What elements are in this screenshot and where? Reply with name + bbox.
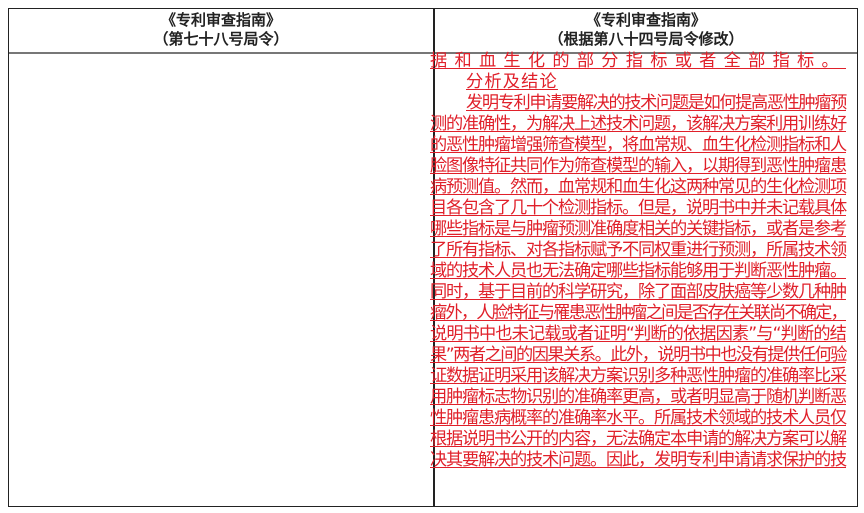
text-line: 同时，基于目前的科学研究，除了面部皮肤癌等少数几种肿 — [430, 282, 847, 302]
text-line: 用肿瘤标志物识别的准确率更高，或者明显高于随机判断恶 — [430, 387, 847, 407]
section-heading-analysis-conclusion: 分析及结论 — [466, 72, 558, 92]
text-line: 哪些指标是与肿瘤预测准确度相关的关键指标，或者是参考 — [430, 219, 847, 239]
text-line: 说明书中也未记载或者证明“判断的依据因素”与“判断的结 — [430, 324, 847, 344]
comparison-table: 《专利审查指南》 （第七十八号局令） 《专利审查指南》 （根据第八十四号局令修改… — [8, 8, 858, 507]
text-line: 果”两者之间的因果关系。此外，说明书中也没有提供任何验 — [430, 345, 847, 365]
header-cell-new-version: 《专利审查指南》 （根据第八十四号局令修改） — [435, 11, 857, 53]
text-line: 了所有指标、对各指标赋予不同权重进行预测，所属技术领 — [430, 240, 847, 260]
text-line: 根据说明书公开的内容，无法确定本申请的解决方案可以解 — [430, 429, 847, 449]
header-title-left: 《专利审查指南》 — [160, 11, 281, 29]
text-line: 证数据证明采用该解决方案识别多种恶性肿瘤的准确率比采 — [430, 366, 847, 386]
text-line: 瘤外，人脸特征与罹患恶性肿瘤之间是否存在关联尚不确定， — [430, 303, 848, 323]
header-subtitle-right: （根据第八十四号局令修改） — [548, 30, 744, 48]
text-line: 据和血生化的部分指标或者全部指标。 — [430, 51, 846, 71]
text-line: 性肿瘤患病概率的准确率水平。所属技术领域的技术人员仅 — [430, 408, 847, 428]
text-line: 的恶性肿瘤增强筛查模型，将血常规、血生化检测指标和人 — [430, 135, 847, 155]
header-cell-old-version: 《专利审查指南》 （第七十八号局令） — [9, 11, 433, 53]
header-title-right: 《专利审查指南》 — [585, 11, 706, 29]
text-line: 病预测值。然而，血常规和血生化这两种常见的生化检测项 — [430, 177, 847, 197]
text-line: 发明专利申请要解决的技术问题是如何提高恶性肿瘤预 — [466, 93, 847, 113]
text-line: 决其要解决的技术问题。因此，发明专利申请请求保护的技 — [430, 450, 847, 470]
body-cell-right-revised-text: 据和血生化的部分指标或者全部指标。 分析及结论 发明专利申请要解决的技术问题是如… — [430, 51, 848, 471]
table-header-row: 《专利审查指南》 （第七十八号局令） 《专利审查指南》 （根据第八十四号局令修改… — [9, 9, 857, 54]
header-subtitle-left: （第七十八号局令） — [153, 30, 289, 48]
text-line: 测的准确性，为解决上述技术问题，该解决方案利用训练好 — [430, 114, 847, 134]
text-line: 脸图像特征共同作为筛查模型的输入，以期得到恶性肿瘤患 — [430, 156, 847, 176]
text-line: 域的技术人员也无法确定哪些指标能够用于判断恶性肿瘤。 — [430, 261, 847, 281]
text-line: 目各包含了几十个检测指标。但是，说明书中并未记载具体 — [430, 198, 847, 218]
column-divider — [433, 9, 435, 506]
